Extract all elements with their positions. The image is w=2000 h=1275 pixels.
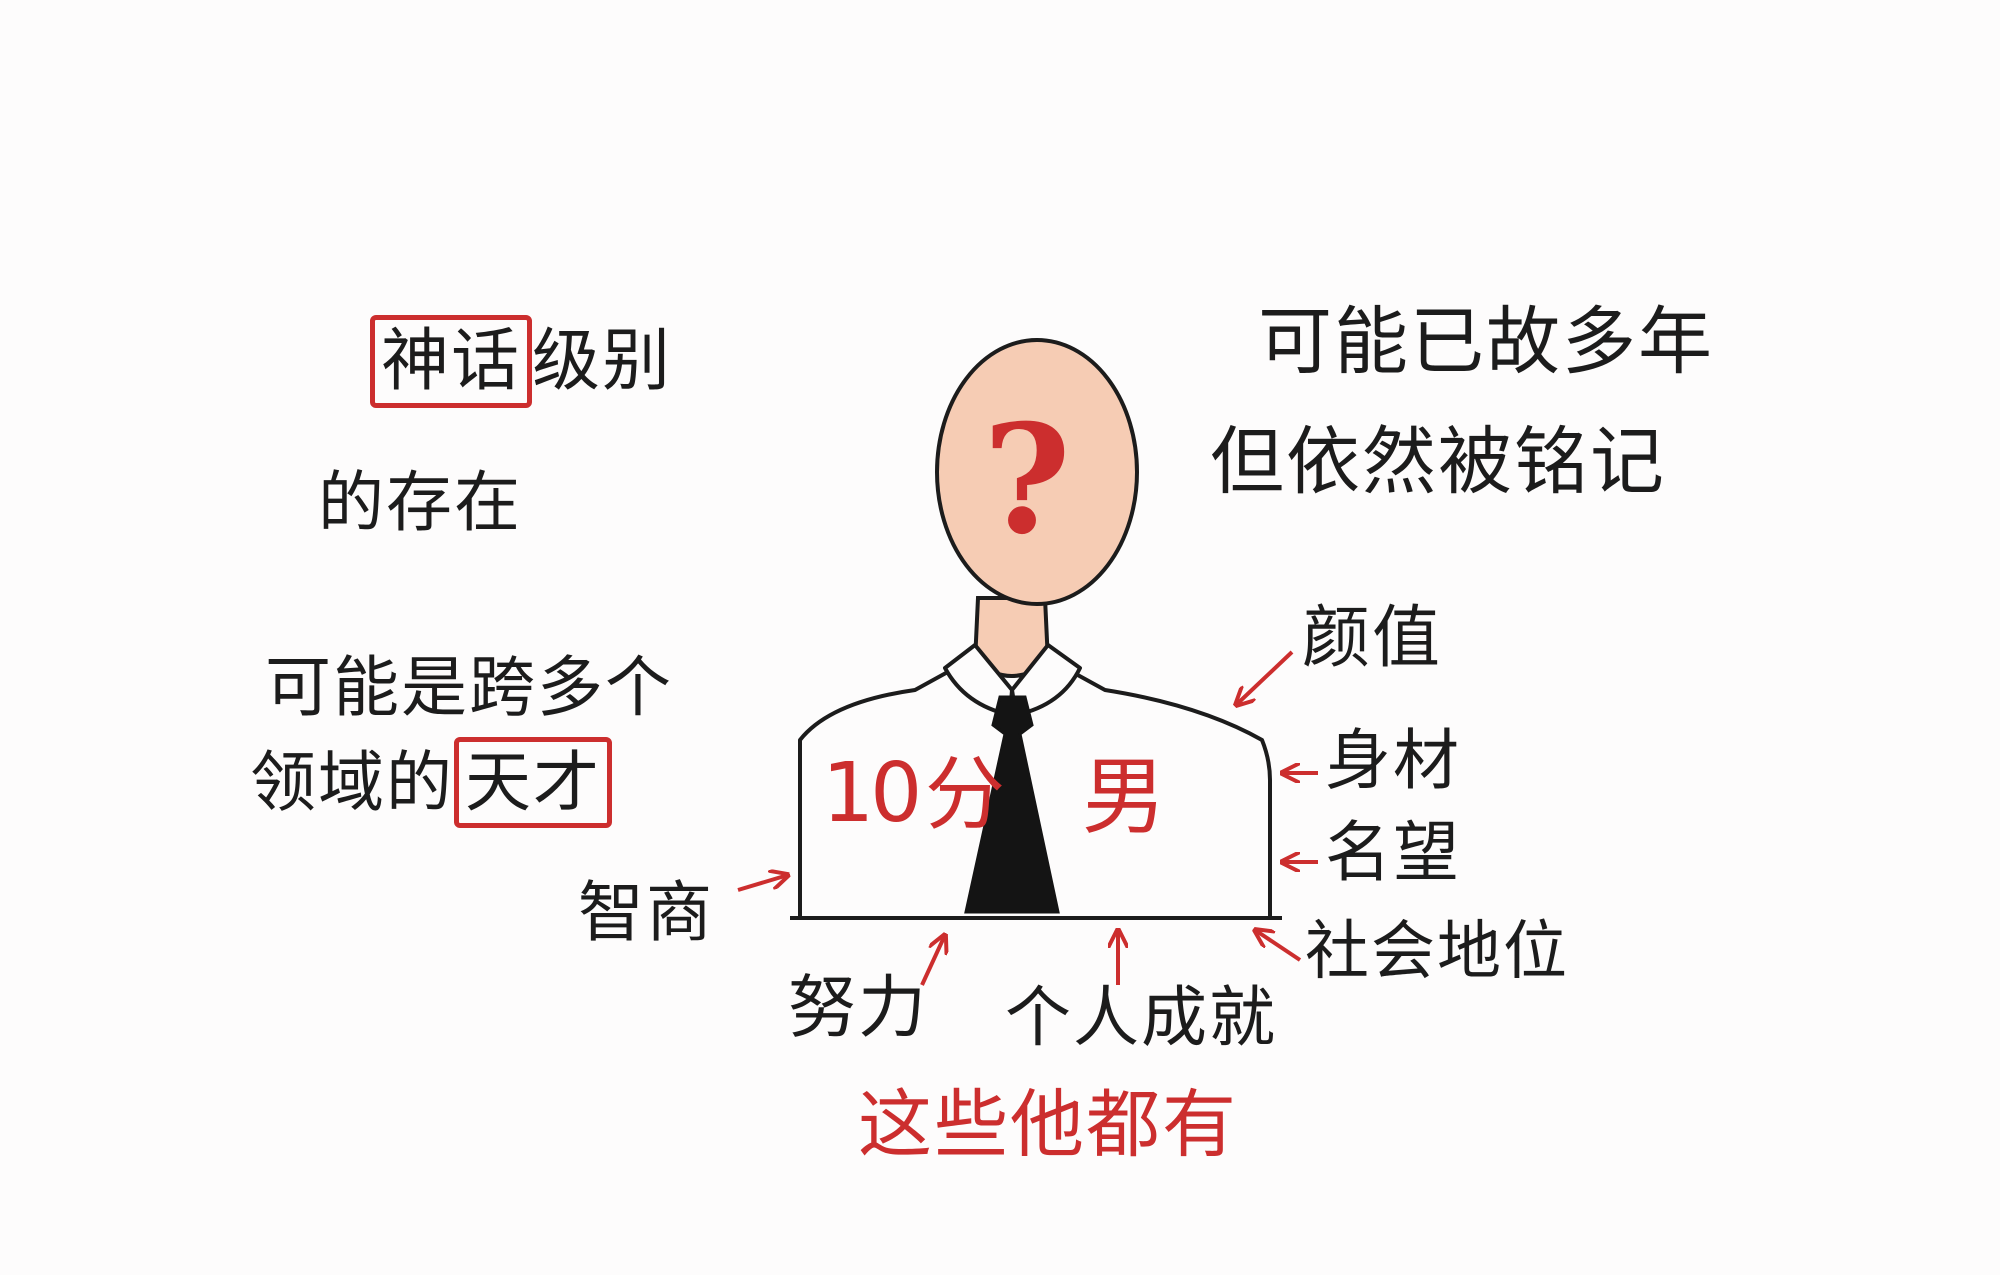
shirt	[798, 666, 1272, 918]
legendary-boxed-word: 神话	[370, 315, 533, 408]
chest-score: 10	[822, 746, 922, 841]
arrow-social-status	[1255, 930, 1302, 962]
attribute-achievement: 个人成就	[1005, 979, 1277, 1056]
multi-genius-line2: 领域的天才	[250, 737, 612, 828]
attribute-looks: 颜值	[1302, 599, 1443, 678]
chest-unit: 分	[925, 748, 1007, 841]
arrow-effort	[920, 935, 945, 986]
legendary-rest: 级别	[532, 322, 673, 401]
multi-genius-line1: 可能是跨多个	[265, 649, 673, 726]
arrow-looks	[1236, 650, 1294, 705]
arrow-iq	[737, 875, 788, 892]
tie	[964, 695, 1060, 914]
remembered-line1: 可能已故多年	[1258, 299, 1714, 385]
legendary-line2: 的存在	[318, 464, 522, 541]
chest-gender: 男	[1082, 748, 1169, 846]
multi-genius-prefix: 领域的	[250, 744, 454, 821]
attribute-effort: 努力	[788, 969, 929, 1048]
attribute-figure: 身材	[1325, 722, 1461, 799]
attribute-fame: 名望	[1325, 814, 1461, 891]
remembered-line2: 但依然被铭记	[1210, 419, 1666, 505]
conclusion-text: 这些他都有	[858, 1082, 1238, 1168]
head	[935, 338, 1139, 606]
attribute-iq: 智商	[578, 874, 714, 951]
attribute-social-status: 社会地位	[1305, 915, 1569, 989]
genius-boxed-word: 天才	[454, 737, 612, 828]
question-mark: ?	[983, 392, 1071, 568]
legendary-annotation: 神话级别	[370, 315, 672, 408]
